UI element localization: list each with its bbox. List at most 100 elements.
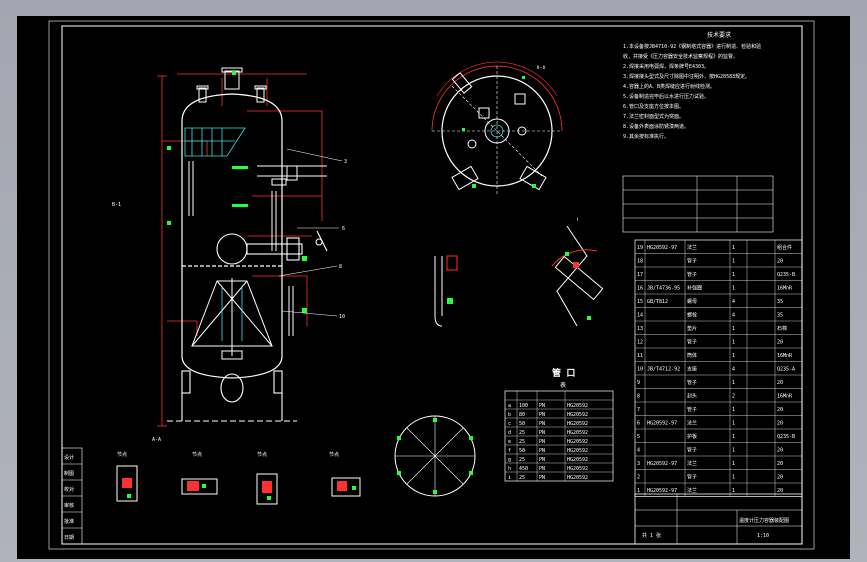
tech-line: 1.本设备按JB4710-92《钢制塔式容器》进行制造、检验和验 [623,43,761,50]
table-cell: 1 [732,245,735,251]
top-view[interactable]: Ⅱ-Ⅱ [431,61,563,196]
table-cell: 20 [777,421,783,427]
nozzle-cell: 50 [519,421,525,427]
tech-line: 9.其余按标准执行。 [623,133,669,140]
table-cell: 管子 [687,379,697,386]
table-cell: 石棉 [777,325,787,332]
table-cell: 1 [732,448,735,454]
node-label: 节点 [329,452,339,458]
table-cell: 1 [732,353,735,359]
table-cell: 4 [637,448,640,454]
tech-line: 2.焊接采用电弧焊，焊条牌号E4303。 [623,63,709,70]
tech-requirements: 技术要求 1.本设备按JB4710-92《钢制塔式容器》进行制造、检验和验 收，… [622,31,774,233]
table-cell: 1 [732,421,735,427]
nozzle-cell: a [508,403,511,409]
sheet-count: 共 1 张 [642,532,661,539]
table-cell: 支座 [687,366,697,373]
nozzle-cell: f [508,448,511,454]
table-cell: 20 [777,407,783,413]
stamp-cell: 设计 [64,454,74,461]
nozzle-cell: PN [539,412,545,418]
table-cell: 4 [732,367,735,373]
nozzle-cell: HG20592 [567,439,588,445]
nozzle-cell: HG20592 [567,475,588,481]
detail-views[interactable]: Ⅰ [116,217,604,505]
table-cell: 20 [777,488,783,494]
callout: 3 [344,159,347,165]
nozzle-cell: i [508,475,511,481]
table-cell: 10 [637,367,643,373]
table-cell: 2 [732,394,735,400]
drawing-canvas[interactable]: 设计 制图 校对 审核 批准 日期 [17,16,850,559]
table-cell: 管子 [687,406,697,413]
table-cell: 15 [637,299,643,305]
table-cell: 1 [732,434,735,440]
table-cell: HG20592-97 [647,488,677,494]
table-cell: 1 [732,326,735,332]
table-cell: 16MnR [777,394,793,400]
table-cell: 1 [732,259,735,265]
table-cell: 18 [637,259,643,265]
vessel-elevation[interactable]: 3 6 8 10 B-1 A-A [112,67,347,443]
callout: 6 [342,226,345,232]
table-cell: 法兰 [687,244,697,251]
nozzle-cell: d [508,430,511,436]
table-cell: HG20592-97 [647,421,677,427]
nozzle-cell: 80 [519,412,525,418]
node-label: 节点 [117,452,127,458]
table-cell: 20 [777,448,783,454]
table-cell: 9 [637,380,640,386]
nozzle-cell: PN [539,439,545,445]
table-cell: 法兰 [687,487,697,494]
table-cell: 35 [777,299,783,305]
tech-line: 4.容器上的A、B类焊缝应进行射线检测。 [623,83,715,90]
view-label-a: A-A [152,437,161,443]
table-cell: 管子 [687,447,697,454]
table-cell: 5 [637,434,640,440]
nozzle-cell: 25 [519,439,525,445]
nozzle-cell: 100 [519,403,528,409]
tech-line: 8.设备外表面涂防锈漆两道。 [623,123,689,130]
table-cell: 16MnR [777,353,793,359]
nozzle-cell: PN [539,430,545,436]
tech-line: 3.焊接接头型式及尺寸除图中注明外，按HG20583规定。 [623,73,750,80]
tech-line: 收，并接受《压力容器安全技术监察规程》的监督。 [623,53,738,60]
table-cell: 1 [732,340,735,346]
table-cell: 管子 [687,271,697,278]
table-cell: 垫片 [687,325,697,332]
title-block[interactable]: 温度计压力容器装配图 1:10 共 1 张 [634,493,803,545]
table-row[interactable]: 4 管子 1 20 [637,447,783,454]
nozzle-table-title: 管 口 [552,367,575,379]
nozzle-cell: PN [539,403,545,409]
